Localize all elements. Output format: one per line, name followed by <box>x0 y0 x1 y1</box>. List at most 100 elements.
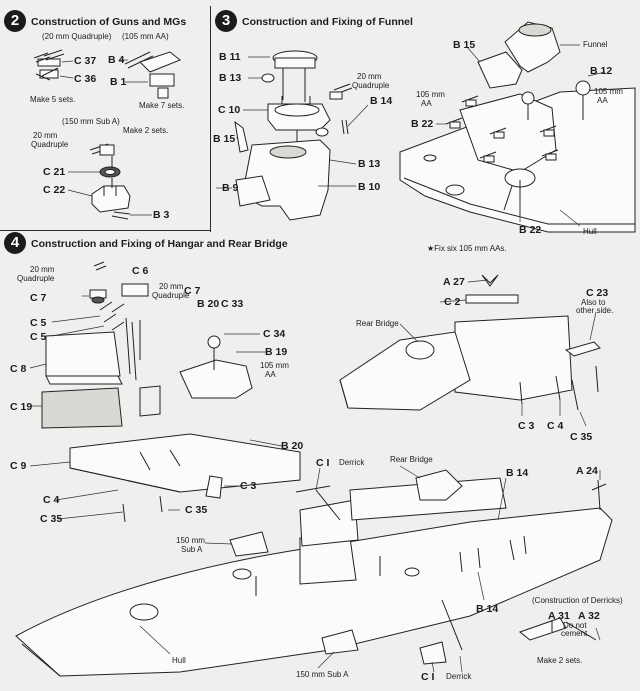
derrick-label-top: Derrick <box>339 458 365 467</box>
part-c5-2: C 5 <box>30 331 47 343</box>
part-c5-1: C 5 <box>30 317 47 329</box>
hull-label-step3: Hull <box>583 227 597 236</box>
part-c9: C 9 <box>10 460 27 472</box>
part-c35-left: C 35 <box>40 513 63 525</box>
part-b1: B 1 <box>110 76 127 88</box>
step-2-sub-right: (105 mm AA) <box>122 32 169 41</box>
s4-quad-2: Quadruple <box>17 274 55 283</box>
step-3-number: 3 <box>215 10 237 32</box>
sub-a-label: (150 mm Sub A) <box>62 117 120 126</box>
part-b11: B 11 <box>219 51 241 63</box>
part-b22-bottom: B 22 <box>519 224 542 236</box>
part-a27: A 27 <box>443 276 465 288</box>
part-c7-right: C 7 <box>184 285 201 297</box>
step4-hangar-parts <box>29 261 301 523</box>
part-b15-right: B 15 <box>453 39 476 51</box>
aa-left-2: AA <box>421 99 432 108</box>
sub-a-150-2: Sub A <box>181 545 203 554</box>
s4-quad-1: 20 mm <box>30 265 55 274</box>
part-b4: B 4 <box>108 54 125 66</box>
construction-of-derricks: (Construction of Derricks) <box>532 596 623 605</box>
part-c7-left: C 7 <box>30 292 47 304</box>
part-c36: C 36 <box>74 73 97 85</box>
sub-a-150-bottom: 150 mm Sub A <box>296 670 349 679</box>
part-b20-top: B 20 <box>197 298 220 310</box>
part-b15-left: B 15 <box>213 133 236 145</box>
part-b3: B 3 <box>153 209 170 221</box>
part-c1-bottom: C I <box>421 671 435 683</box>
step-3-title: Construction and Fixing of Funnel <box>242 16 413 28</box>
part-b19: B 19 <box>265 346 288 358</box>
step2-150mm-sub-turret <box>67 143 152 220</box>
part-c21: C 21 <box>43 166 66 178</box>
part-c6: C 6 <box>132 265 149 277</box>
divider-horizontal <box>0 230 210 231</box>
part-b12: B 12 <box>590 65 613 77</box>
make-5-sets: Make 5 sets. <box>30 95 76 104</box>
part-c3-left: C 3 <box>240 480 257 492</box>
part-c3-right: C 3 <box>518 420 535 432</box>
part-c4-left: C 4 <box>43 494 60 506</box>
funnel-label: Funnel <box>583 40 608 49</box>
part-b14-bottom: B 14 <box>476 603 499 615</box>
derrick-construction <box>518 617 601 641</box>
part-b9: B 9 <box>222 182 239 194</box>
fix-aa-note: ★Fix six 105 mm AAs. <box>427 244 507 253</box>
step2-20mm-gun <box>33 49 74 81</box>
divider-vertical <box>210 6 211 232</box>
aa-left-1: 105 mm <box>416 90 445 99</box>
rear-bridge-label-bottom: Rear Bridge <box>390 455 433 464</box>
part-a24: A 24 <box>576 465 598 477</box>
part-c37: C 37 <box>74 55 97 67</box>
step4-rear-bridge <box>339 274 601 427</box>
part-c35-mid: C 35 <box>185 504 208 516</box>
cement-label: cement. <box>561 629 590 638</box>
part-c23: C 23 <box>586 287 609 299</box>
part-c34: C 34 <box>263 328 286 340</box>
part-c1-top: C I <box>316 457 330 469</box>
part-a32: A 32 <box>578 610 600 622</box>
part-a31: A 31 <box>548 610 570 622</box>
step-4-number: 4 <box>4 232 26 254</box>
quad-label-2: Quadruple <box>31 140 69 149</box>
step-2-sub-left: (20 mm Quadruple) <box>42 32 112 41</box>
hull-label-step4: Hull <box>172 656 186 665</box>
make-2-sets: Make 2 sets. <box>123 126 169 135</box>
aa-right-2: AA <box>597 96 608 105</box>
part-c8: C 8 <box>10 363 27 375</box>
make-2-sets-derrick: Make 2 sets. <box>537 656 583 665</box>
part-b22-left: B 22 <box>411 118 434 130</box>
s4-aa-1: 105 mm <box>260 361 289 370</box>
s4-aa-2: AA <box>265 370 276 379</box>
step3-hull-deck <box>399 21 636 233</box>
s4-quad-4: Quadruple <box>152 291 190 300</box>
make-7-sets: Make 7 sets. <box>139 101 185 110</box>
part-b10: B 10 <box>358 181 381 193</box>
part-c33: C 33 <box>221 298 244 310</box>
part-b14: B 14 <box>370 95 393 107</box>
step4-main-hull <box>15 465 613 677</box>
rear-bridge-label-top: Rear Bridge <box>356 319 399 328</box>
derrick-label-bottom: Derrick <box>446 672 472 681</box>
step-2-title: Construction of Guns and MGs <box>31 16 187 28</box>
quad-label-1: 20 mm <box>33 131 58 140</box>
part-b20-bottom: B 20 <box>281 440 304 452</box>
also-to-label: Also to <box>581 298 606 307</box>
step-2-number: 2 <box>4 10 26 32</box>
aa-right-1: 105 mm <box>594 87 623 96</box>
step-4-title: Construction and Fixing of Hangar and Re… <box>31 238 288 250</box>
s4-quad-3: 20 mm <box>159 282 184 291</box>
part-b14-top: B 14 <box>506 467 529 479</box>
step2-105mm-aa-gun <box>120 51 181 99</box>
part-c4-right: C 4 <box>547 420 564 432</box>
part-c22: C 22 <box>43 184 66 196</box>
part-c2: C 2 <box>444 296 461 308</box>
funnel-quad-2: Quadruple <box>352 81 390 90</box>
other-side-label: other side. <box>576 306 614 315</box>
part-c35-right: C 35 <box>570 431 593 443</box>
sub-a-150-1: 150 mm <box>176 536 205 545</box>
part-c19: C 19 <box>10 401 33 413</box>
part-b13-top: B 13 <box>219 72 242 84</box>
